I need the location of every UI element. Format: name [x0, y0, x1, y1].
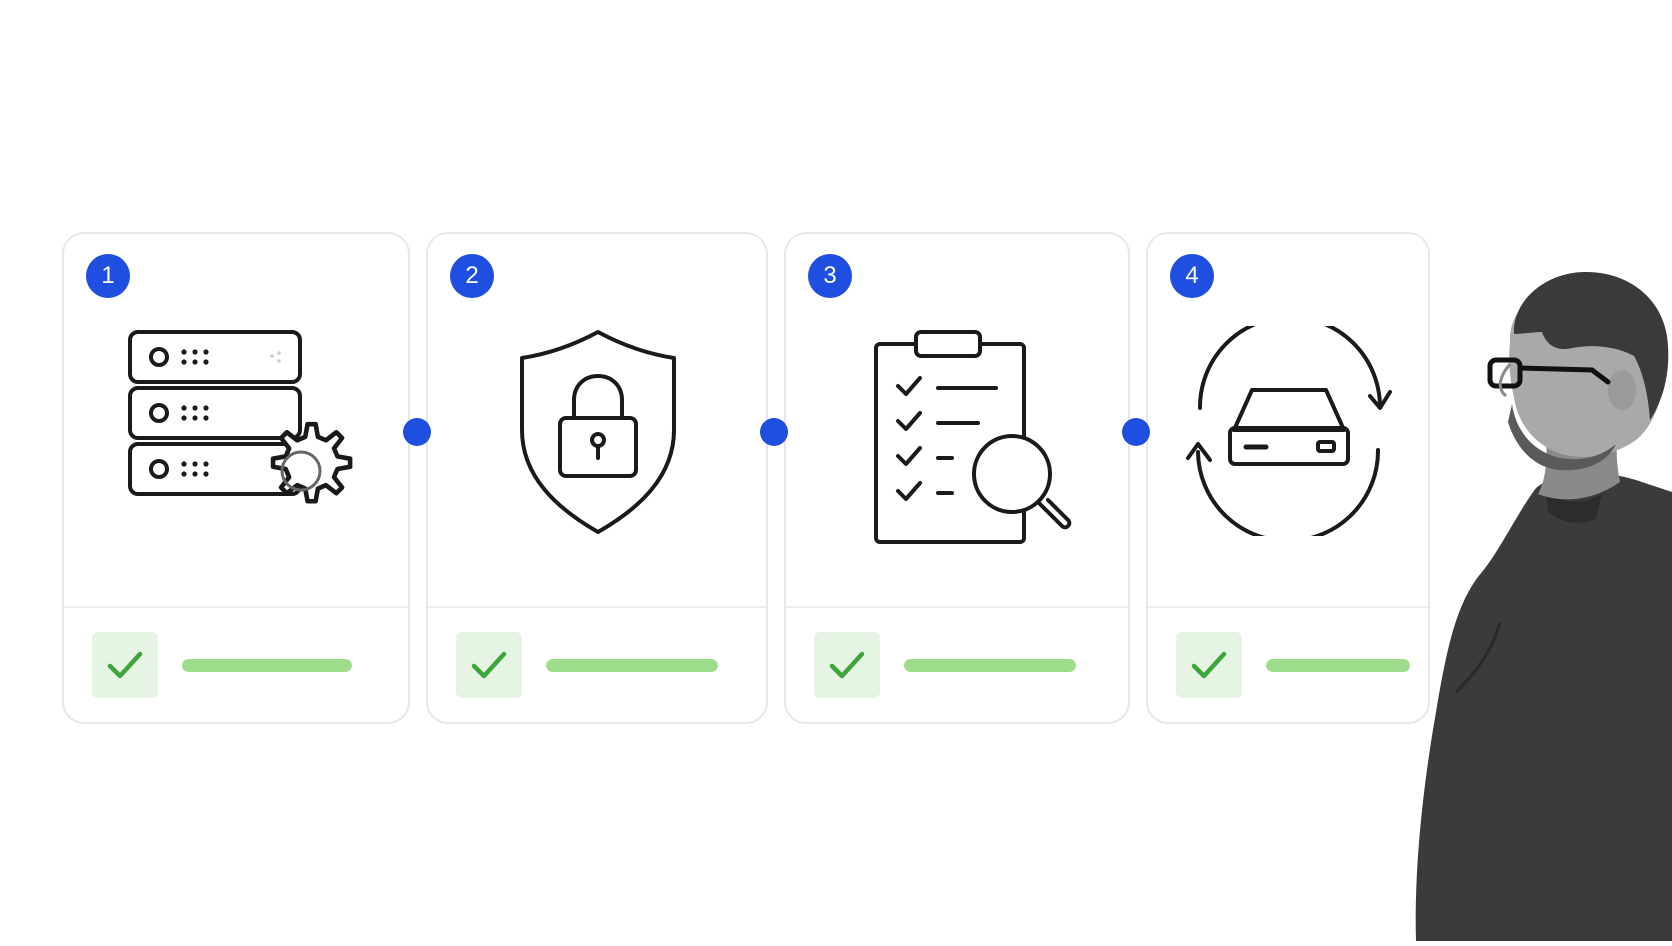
status-check-tile: [456, 632, 522, 698]
person-observer-illustration: [1396, 272, 1672, 941]
connector-node-1: [403, 418, 431, 446]
step-card-3: 3: [784, 232, 1130, 724]
step-status-footer: [786, 606, 1128, 722]
checkmark-icon: [1191, 651, 1227, 679]
drive-sync-icon: [1184, 315, 1394, 543]
checklist-magnifier-icon: [872, 326, 1076, 546]
status-check-tile: [814, 632, 880, 698]
step-status-footer: [428, 606, 766, 722]
step-card-2: 2: [426, 232, 768, 724]
status-check-tile: [92, 632, 158, 698]
status-check-tile: [1176, 632, 1242, 698]
step-card-4: 4: [1146, 232, 1430, 724]
step-number-badge: 4: [1170, 254, 1214, 298]
step-card-1: 1: [62, 232, 410, 724]
status-progress-bar: [182, 659, 352, 672]
status-progress-bar: [1266, 659, 1410, 672]
step-number-badge: 3: [808, 254, 852, 298]
checkmark-icon: [829, 651, 865, 679]
connector-node-2: [760, 418, 788, 446]
status-progress-fill: [182, 659, 352, 672]
step-number-badge: 2: [450, 254, 494, 298]
status-progress-fill: [546, 659, 718, 672]
checkmark-icon: [107, 651, 143, 679]
shield-lock-icon: [512, 326, 684, 536]
server-gear-icon: [124, 326, 364, 546]
status-progress-fill: [904, 659, 1076, 672]
status-progress-bar: [546, 659, 718, 672]
step-status-footer: [64, 606, 408, 722]
step-status-footer: [1148, 606, 1428, 722]
checkmark-icon: [471, 651, 507, 679]
connector-node-3: [1122, 418, 1150, 446]
step-number-badge: 1: [86, 254, 130, 298]
status-progress-bar: [904, 659, 1076, 672]
status-progress-fill: [1266, 659, 1410, 672]
